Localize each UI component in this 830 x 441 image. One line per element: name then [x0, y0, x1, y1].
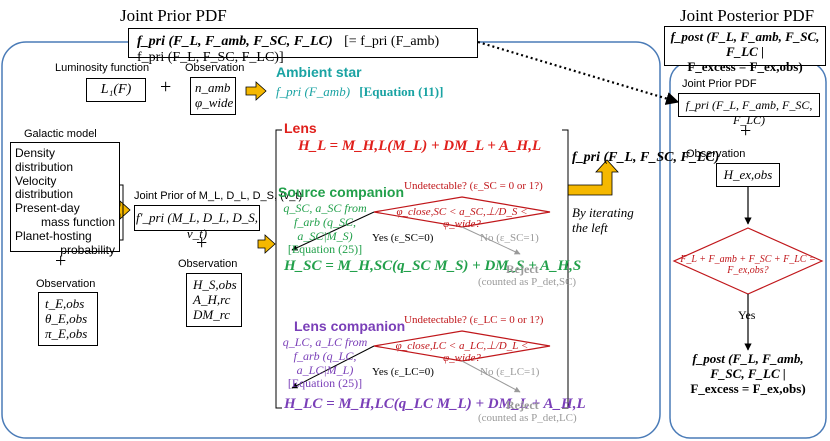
observation-mid-box: H_S,obs A_H,rc DM_rc — [186, 273, 242, 327]
observation-mid-item: DM_rc — [193, 306, 231, 322]
sc-ref: [Equation (25)] — [287, 242, 363, 257]
lc-desc2: f_arb (q_LC, a_LC|M_L) — [293, 348, 357, 377]
post-plus: + — [740, 120, 752, 142]
observation-top-line2: φ_wide — [195, 94, 234, 110]
lc-no: No (ε_LC=1) — [480, 366, 540, 378]
sc-desc2: f_arb (q_SC, a_SC|M_S) — [293, 214, 356, 243]
bracket-result-formula: f_pri (F_L, F_SC, F_LC) — [572, 150, 720, 165]
lc-ref: [Equation (25)] — [287, 376, 363, 391]
galactic-item: Present-day — [15, 201, 80, 216]
sc-diamond-text: φ_close,SC < a_SC,⊥/D_S < φ_wide? — [396, 206, 528, 230]
lc-undetectable: Undetectable? (ε_LC = 0 or 1?) — [404, 314, 544, 326]
sc-yes-arrow — [291, 211, 375, 251]
iterate-line2: the left — [572, 219, 608, 235]
prior-header-box: f_pri (F_L, F_amb, F_SC, F_LC) [= f_pri … — [128, 28, 478, 65]
galactic-item: probability — [60, 242, 115, 257]
post-obs-label: Observation — [686, 148, 746, 160]
observation-mid-label: Observation — [178, 258, 238, 270]
lc-yes: Yes (ε_LC=0) — [372, 366, 434, 378]
sc-undetectable: Undetectable? (ε_SC = 0 or 1?) — [404, 180, 543, 192]
yellow-arrow-mid — [257, 234, 276, 254]
posterior-header-line2: F_excess = F_ex,obs) — [687, 58, 803, 74]
luminosity-label: Luminosity function — [55, 62, 150, 74]
sc-no: No (ε_SC=1) — [480, 232, 539, 244]
bracket-companions-left — [275, 129, 282, 409]
bracket-companions-right — [562, 129, 569, 409]
post-prior-box: f_pri (F_L, F_amb, F_SC, F_LC) — [678, 93, 820, 127]
posterior-header-box: f_post (F_L, F_amb, F_SC, F_LC | F_exces… — [664, 26, 826, 74]
ambient-formula: f_pri (F_amb) — [276, 84, 351, 99]
observation-left-item: θ_E,obs — [45, 310, 88, 326]
post-yes: Yes — [738, 308, 756, 322]
lens-formula: H_L = M_H,L(M_L) + DM_L + A_H,L — [298, 138, 542, 154]
observation-top-line1: n_amb — [195, 80, 231, 95]
observation-top-box: n_amb φ_wide — [190, 77, 236, 115]
plus-left: + — [55, 250, 67, 272]
joint-prior-mid-label: Joint Prior of M_L, D_L, D_S, (v_t) — [134, 190, 303, 202]
post-result-line1: f_post (F_L, F_amb, F_SC, F_LC | — [692, 351, 804, 381]
observation-top-label: Observation — [185, 62, 245, 74]
yellow-arrow-result — [567, 159, 619, 196]
galactic-item: Planet-hosting — [15, 228, 92, 243]
dotted-arrow — [477, 40, 680, 105]
post-result-line2: F_excess = F_ex,obs) — [690, 380, 806, 396]
joint-prior-mid-box: f′_pri (M_L, D_L, D_S, v_t) — [134, 205, 260, 241]
prior-header-main: f_pri (F_L, F_amb, F_SC, F_LC) — [137, 34, 333, 49]
lc-reject: Reject — [506, 398, 539, 412]
observation-mid-item: H_S,obs — [193, 277, 237, 292]
lens-title: Lens — [284, 120, 317, 136]
sc-yes: Yes (ε_SC=0) — [372, 232, 434, 244]
sc-desc1: q_SC, a_SC from — [283, 201, 367, 215]
lens-companion-desc: q_LC, a_LC from f_arb (q_LC, a_LC|M_L) [… — [282, 335, 368, 391]
sc-reject-note: (counted as P_det,SC) — [478, 276, 577, 288]
luminosity-box: L₁(F) — [86, 78, 146, 102]
galactic-box: Density distribution Velocity distributi… — [10, 142, 120, 256]
joint-prior-title: Joint Prior PDF — [120, 6, 227, 25]
galactic-label: Galactic model — [24, 128, 97, 140]
observation-left-item: π_E,obs — [45, 325, 88, 341]
galactic-item: mass function — [40, 214, 115, 229]
sc-reject: Reject — [506, 262, 539, 276]
posterior-header-line1: f_post (F_L, F_amb, F_SC, F_LC | — [670, 29, 820, 59]
yellow-arrow-ambient — [245, 81, 267, 101]
luminosity-plus: + — [160, 76, 172, 98]
lc-reject-note: (counted as P_det,LC) — [478, 412, 577, 424]
post-result: f_post (F_L, F_amb, F_SC, F_LC | F_exces… — [674, 351, 822, 397]
bracket-result-iterate: By iterating the left — [572, 205, 634, 236]
ambient-ref: [Equation (11)] — [359, 84, 444, 99]
lc-diamond-text: φ_close,LC < a_LC,⊥/D_L < φ_wide? — [395, 340, 529, 364]
lc-yes-arrow — [291, 345, 375, 389]
galactic-item: Velocity distribution — [15, 173, 74, 202]
galactic-item: Density distribution — [15, 146, 74, 174]
post-diamond-text: F_L + F_amb + F_SC + F_LC = F_ex,obs? — [680, 254, 816, 276]
observation-mid-item: A_H,rc — [193, 291, 231, 307]
iterate-line1: By iterating — [572, 205, 634, 220]
ambient-formula-row: f_pri (F_amb) [Equation (11)] — [276, 84, 443, 100]
source-companion-title: Source companion — [278, 184, 405, 200]
sc-no-arrow — [461, 226, 521, 255]
bracket-left-section — [120, 184, 124, 241]
observation-left-item: t_E,obs — [45, 296, 85, 311]
plus-mid: + — [196, 232, 208, 254]
post-prior-label: Joint Prior PDF — [682, 78, 757, 90]
lc-formula: H_LC = M_H,LC(q_LC M_L) + DM_L + A_H,L — [284, 396, 586, 412]
prior-header-factorized: [= f_pri (F_amb) f_pri (F_L, F_SC, F_LC)… — [137, 34, 440, 65]
observation-left-label: Observation — [36, 278, 96, 290]
sc-formula: H_SC = M_H,SC(q_SC M_S) + DM_S + A_H,S — [284, 258, 582, 274]
observation-left-box: t_E,obs θ_E,obs π_E,obs — [38, 292, 98, 346]
source-companion-desc: q_SC, a_SC from f_arb (q_SC, a_SC|M_S) [… — [282, 201, 368, 257]
lc-no-arrow — [461, 360, 521, 393]
ambient-title: Ambient star — [276, 64, 362, 80]
post-obs-box: H_ex,obs — [716, 163, 780, 187]
joint-posterior-title: Joint Posterior PDF — [680, 6, 815, 25]
lens-companion-title: Lens companion — [294, 318, 406, 334]
lc-desc1: q_LC, a_LC from — [282, 335, 368, 349]
